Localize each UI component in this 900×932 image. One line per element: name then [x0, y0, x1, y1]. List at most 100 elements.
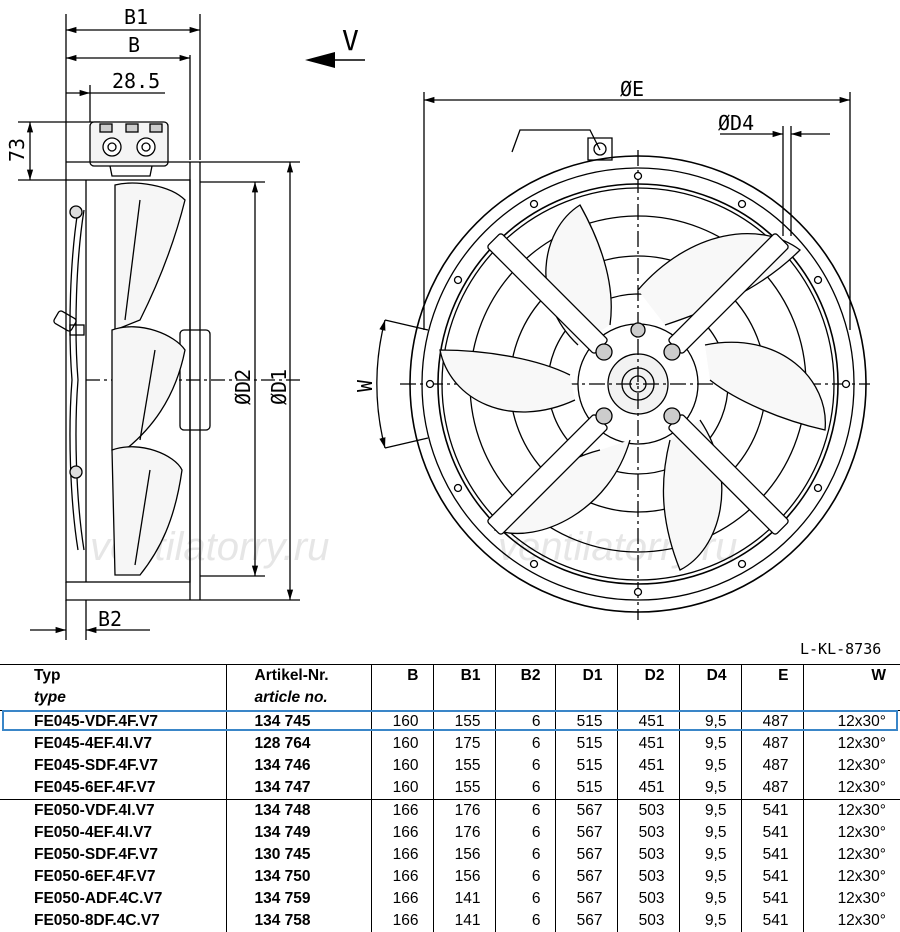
cell-e: 541	[740, 910, 803, 932]
front-view	[376, 92, 870, 620]
cell-d4: 9,5	[678, 799, 741, 822]
cell-e: 541	[740, 866, 803, 888]
cell-d2: 503	[616, 822, 679, 844]
cell-w: 12x30°	[802, 733, 900, 755]
cell-b: 166	[370, 844, 433, 866]
cell-e: 487	[740, 755, 803, 777]
cell-d1: 567	[554, 866, 617, 888]
cell-type: FE050-4EF.4I.V7	[34, 824, 153, 841]
cell-d4: 9,5	[678, 755, 741, 777]
cell-d1: 515	[554, 733, 617, 755]
dim-w-label: W	[353, 379, 377, 392]
cell-b2: 6	[494, 910, 555, 932]
cell-d4: 9,5	[678, 822, 741, 844]
cell-article: 134 748	[225, 799, 371, 822]
cell-type: FE045-6EF.4F.V7	[34, 779, 156, 796]
cell-w: 12x30°	[802, 822, 900, 844]
cell-b: 160	[370, 755, 433, 777]
cell-article: 134 758	[225, 910, 371, 932]
cell-e: 487	[740, 710, 803, 733]
cell-d4: 9,5	[678, 844, 741, 866]
cell-e: 541	[740, 799, 803, 822]
header-b: B	[370, 664, 433, 711]
cell-b1: 156	[432, 866, 495, 888]
cell-type: FE045-4EF.4I.V7	[34, 735, 153, 752]
dim-e-label: ØE	[620, 77, 644, 101]
cell-b2: 6	[494, 733, 555, 755]
cell-w: 12x30°	[802, 799, 900, 822]
header-d1: D1	[554, 664, 617, 711]
cell-article: 134 749	[225, 822, 371, 844]
cell-b1: 155	[432, 777, 495, 800]
cell-b1: 155	[432, 755, 495, 777]
cell-w: 12x30°	[802, 910, 900, 932]
header-e: E	[740, 664, 803, 711]
cell-w: 12x30°	[802, 710, 900, 733]
header-d4: D4	[678, 664, 741, 711]
cell-d1: 567	[554, 799, 617, 822]
cell-b: 166	[370, 799, 433, 822]
header-d2: D2	[616, 664, 679, 711]
cell-type: FE050-8DF.4C.V7	[34, 912, 160, 929]
cell-w: 12x30°	[802, 888, 900, 910]
dim-b1-label: B1	[124, 5, 148, 29]
dim-b-label: B	[128, 33, 140, 57]
cell-d1: 515	[554, 710, 617, 733]
cell-type: FE045-SDF.4F.V7	[34, 757, 159, 774]
cell-article: 134 747	[225, 777, 371, 800]
cell-d1: 567	[554, 822, 617, 844]
cell-b2: 6	[494, 799, 555, 822]
header-b2: B2	[494, 664, 555, 711]
cell-b: 166	[370, 910, 433, 932]
cell-d1: 515	[554, 777, 617, 800]
cell-b1: 156	[432, 844, 495, 866]
cell-article: 134 759	[225, 888, 371, 910]
airflow-label: V	[342, 24, 359, 57]
cell-b1: 176	[432, 822, 495, 844]
technical-drawing: ventilatorry.ru ventilatorry.ru	[5, 5, 881, 658]
cell-type: FE050-SDF.4F.V7	[34, 846, 159, 863]
cell-d1: 515	[554, 755, 617, 777]
cell-d2: 503	[616, 910, 679, 932]
cell-d2: 503	[616, 844, 679, 866]
cell-b1: 155	[432, 710, 495, 733]
dim-b2-label: B2	[98, 607, 122, 631]
cell-type: FE045-VDF.4F.V7	[34, 713, 159, 730]
airflow-arrow	[305, 52, 365, 68]
header-b1: B1	[432, 664, 495, 711]
cell-b2: 6	[494, 866, 555, 888]
cell-type: FE050-ADF.4C.V7	[34, 890, 163, 907]
cell-b2: 6	[494, 822, 555, 844]
dim-73-label: 73	[5, 138, 29, 162]
cell-d4: 9,5	[678, 866, 741, 888]
dim-d4-label: ØD4	[718, 111, 754, 135]
cell-e: 487	[740, 777, 803, 800]
cell-e: 541	[740, 844, 803, 866]
cell-b: 160	[370, 733, 433, 755]
side-view	[18, 14, 300, 640]
cell-b: 166	[370, 888, 433, 910]
cell-e: 541	[740, 888, 803, 910]
cell-b1: 176	[432, 799, 495, 822]
spec-table: Typ type Artikel-Nr. article no. B B1 B2…	[0, 664, 900, 932]
cell-d2: 451	[616, 755, 679, 777]
cell-d2: 503	[616, 888, 679, 910]
cell-type: FE050-6EF.4F.V7	[34, 868, 156, 885]
cell-type: FE050-VDF.4I.V7	[0, 799, 226, 822]
cell-b1: 175	[432, 733, 495, 755]
cell-article: 130 745	[225, 844, 371, 866]
cell-b2: 6	[494, 755, 555, 777]
cell-b2: 6	[494, 888, 555, 910]
cell-e: 541	[740, 822, 803, 844]
dim-d2-label: ØD2	[231, 369, 255, 405]
